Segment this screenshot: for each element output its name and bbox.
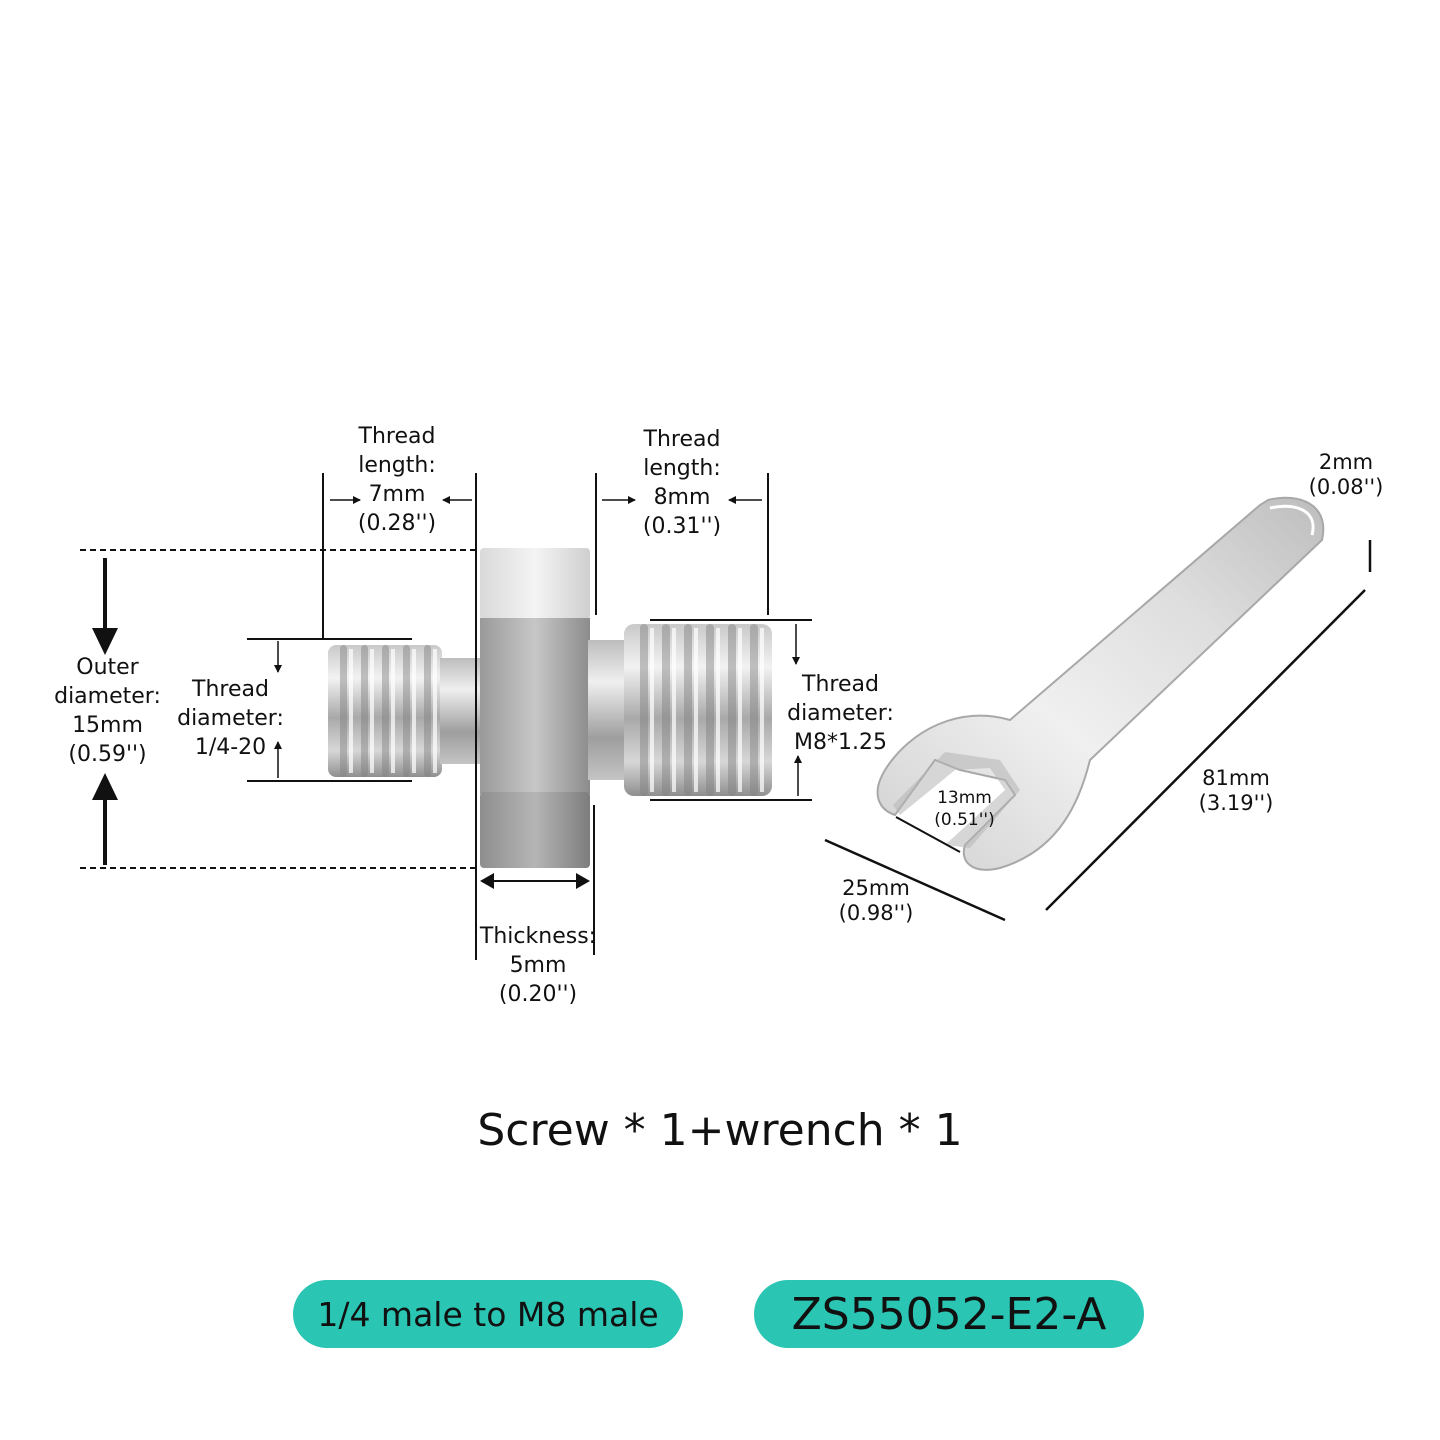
- label-line: 7mm: [368, 482, 426, 507]
- thread-ridge: [382, 645, 389, 777]
- wrench-edge-highlight: [1269, 504, 1315, 536]
- label-line: 81mm: [1202, 766, 1270, 790]
- label-line: (3.19''): [1198, 791, 1274, 815]
- label-line: 5mm: [509, 953, 567, 978]
- label-line: Thread: [643, 427, 721, 452]
- label-line: Thread: [802, 672, 879, 697]
- wrench-width-label: 25mm (0.98''): [826, 876, 926, 926]
- outer-diameter-label: Outer diameter: 15mm (0.59''): [45, 653, 170, 769]
- label-line: diameter:: [177, 706, 284, 731]
- thread-ridge: [706, 624, 714, 796]
- thread-highlight: [672, 628, 676, 792]
- label-line: 15mm: [72, 713, 143, 738]
- thread-highlight: [412, 649, 416, 773]
- label-line: (0.51''): [934, 810, 995, 830]
- label-line: Thread: [358, 424, 436, 449]
- wrench-thickness-label: 2mm (0.08''): [1296, 450, 1396, 500]
- connector-type-text: 1/4 male to M8 male: [317, 1294, 659, 1334]
- right-neck: [588, 640, 628, 780]
- wrench-jaw-inner: [893, 752, 1020, 848]
- thread-ridge: [403, 645, 410, 777]
- model-number-tag: ZS55052-E2-A: [754, 1280, 1144, 1348]
- thread-highlight: [433, 649, 437, 773]
- thread-ridge: [684, 624, 692, 796]
- thread-ridge: [750, 624, 758, 796]
- label-line: Thickness:: [479, 924, 597, 949]
- left-thread-diameter-label: Thread diameter: 1/4-20: [168, 675, 293, 762]
- right-thread-ridges: [640, 624, 764, 796]
- thread-highlight: [716, 628, 720, 792]
- thickness-label: Thickness: 5mm (0.20''): [473, 922, 603, 1009]
- right-thread-diameter-label: Thread diameter: M8*1.25: [778, 670, 903, 757]
- label-line: Outer: [76, 655, 139, 680]
- screw-dimension-lines: [80, 473, 812, 960]
- label-line: 13mm: [937, 788, 992, 808]
- label-line: 2mm: [1318, 450, 1374, 474]
- screw-illustration: [328, 548, 772, 868]
- thread-ridge: [424, 645, 431, 777]
- package-contents: Screw * 1+wrench * 1: [477, 1105, 963, 1156]
- left-thread-length-label: Thread length: 7mm (0.28''): [337, 422, 457, 538]
- thread-highlight: [760, 628, 764, 792]
- label-line: (0.08''): [1308, 475, 1384, 499]
- thread-highlight: [650, 628, 654, 792]
- wrench-length-label: 81mm (3.19''): [1186, 766, 1286, 816]
- wrench-body: [876, 496, 1325, 871]
- label-line: (0.20''): [498, 982, 578, 1007]
- label-line: 8mm: [653, 485, 711, 510]
- model-number-text: ZS55052-E2-A: [791, 1288, 1107, 1340]
- label-line: length:: [643, 456, 721, 481]
- right-thread-length-label: Thread length: 8mm (0.31''): [622, 425, 742, 541]
- label-line: (0.98''): [838, 901, 914, 925]
- left-neck: [440, 658, 484, 764]
- thread-ridge: [340, 645, 347, 777]
- thread-ridge: [640, 624, 648, 796]
- thread-highlight: [370, 649, 374, 773]
- label-line: (0.28''): [357, 511, 437, 536]
- wrench-dimension-lines: [824, 540, 1372, 922]
- label-line: diameter:: [54, 684, 161, 709]
- label-line: 1/4-20: [194, 735, 267, 760]
- connector-type-tag: 1/4 male to M8 male: [293, 1280, 683, 1348]
- hex-nut-top: [480, 548, 590, 620]
- label-line: 25mm: [842, 876, 910, 900]
- hex-nut-middle: [480, 618, 590, 794]
- label-line: Thread: [192, 677, 269, 702]
- label-line: length:: [358, 453, 436, 478]
- label-line: (0.31''): [642, 514, 722, 539]
- thread-highlight: [391, 649, 395, 773]
- thread-highlight: [349, 649, 353, 773]
- thread-ridge: [728, 624, 736, 796]
- left-thread-ridges: [340, 645, 437, 777]
- thread-highlight: [738, 628, 742, 792]
- wrench-jaw-label: 13mm (0.51''): [922, 787, 1007, 831]
- label-line: (0.59''): [68, 742, 147, 767]
- label-line: M8*1.25: [794, 730, 887, 755]
- label-line: diameter:: [787, 701, 894, 726]
- hex-nut-bottom: [480, 792, 590, 868]
- thread-highlight: [694, 628, 698, 792]
- thread-ridge: [662, 624, 670, 796]
- wrench-illustration: [876, 496, 1325, 871]
- thread-ridge: [361, 645, 368, 777]
